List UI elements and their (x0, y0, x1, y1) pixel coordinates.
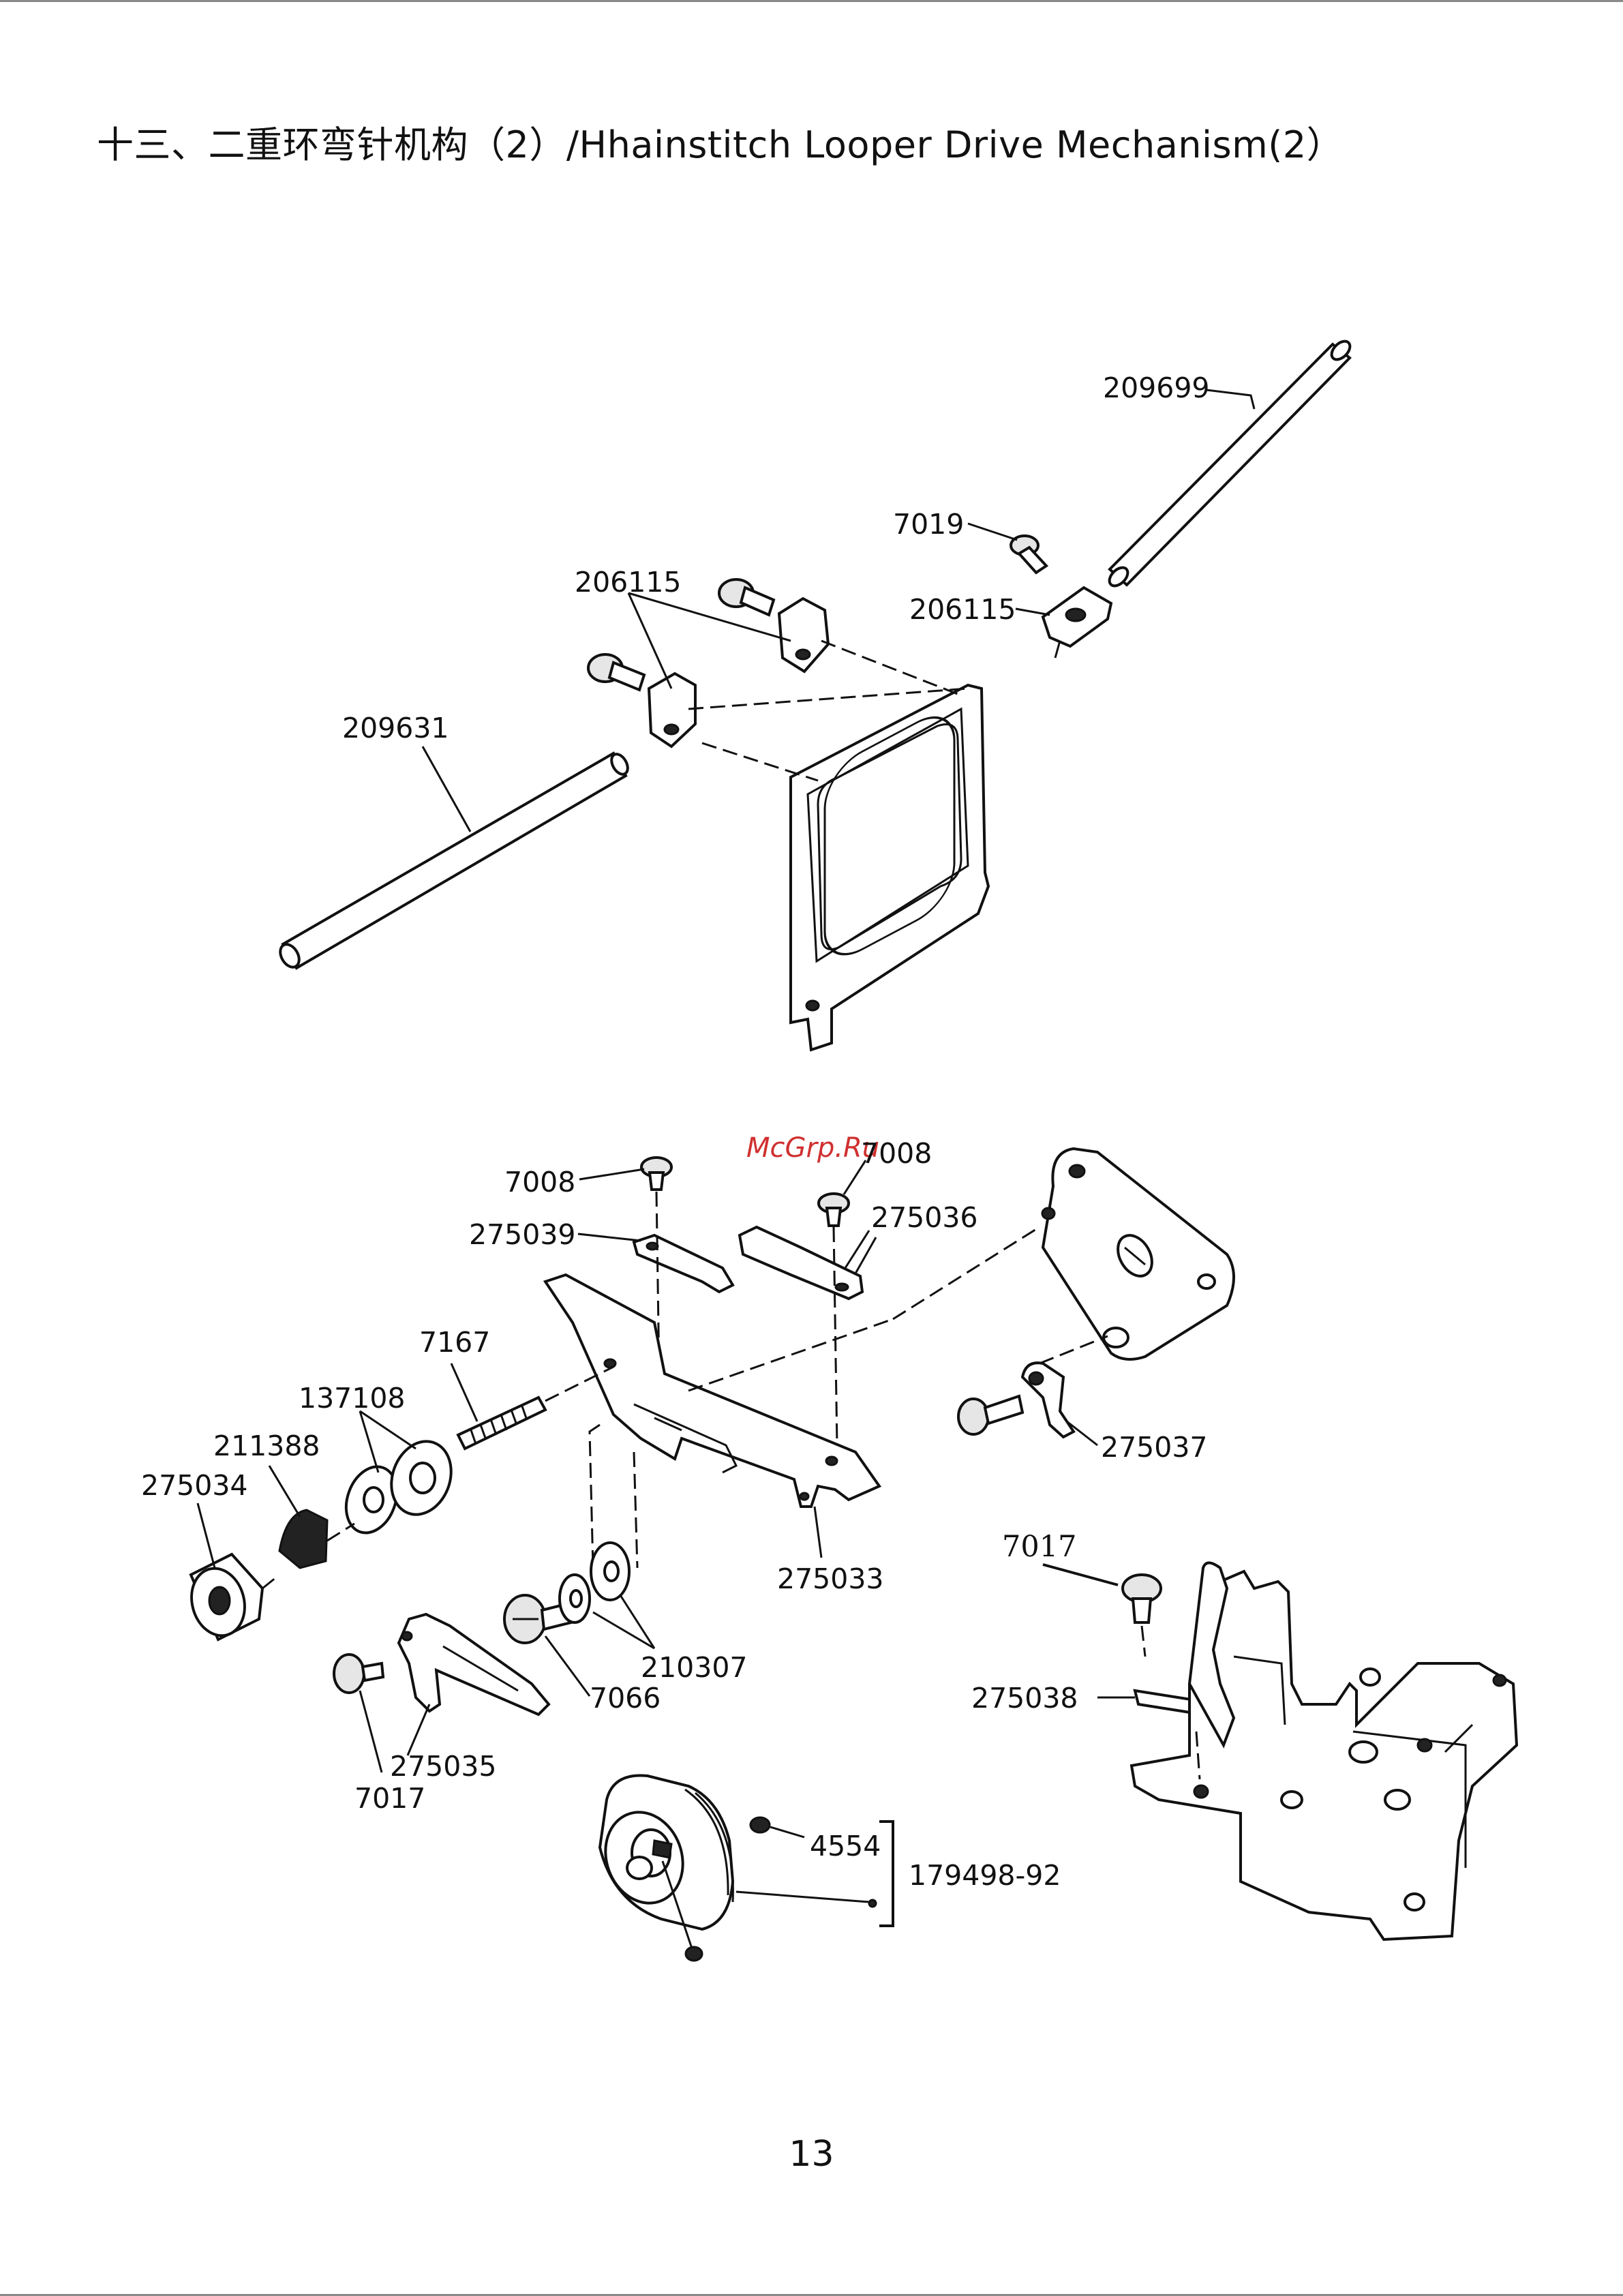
label-211388: 211388 (213, 1430, 320, 1462)
clamp-206115-left-a (779, 599, 828, 671)
label-7017-right: 7017 (1002, 1530, 1076, 1564)
label-7167: 7167 (419, 1326, 490, 1359)
watermark: McGrp.Ru (746, 1132, 879, 1164)
label-7017-left: 7017 (354, 1782, 425, 1815)
washer-210307-a (560, 1575, 590, 1622)
page-number: 13 (0, 2134, 1623, 2175)
label-275033: 275033 (777, 1562, 884, 1595)
label-206115-left: 206115 (575, 566, 682, 599)
clamp-206115-left-b (649, 674, 695, 746)
label-210307: 210307 (641, 1651, 748, 1684)
gear-housing (1132, 1563, 1517, 1940)
knob-275034 (184, 1554, 262, 1642)
lever-275036 (740, 1227, 862, 1299)
label-179498-92: 179498-92 (909, 1859, 1061, 1892)
shaft-209631 (277, 751, 631, 970)
clamp-206115-right (1043, 588, 1111, 658)
label-209631: 209631 (342, 712, 449, 744)
label-275036: 275036 (871, 1201, 978, 1234)
label-275034: 275034 (141, 1469, 248, 1502)
setscrew-4554 (750, 1817, 804, 1837)
lever-275038 (1097, 1691, 1203, 1715)
screw-7019 (1011, 536, 1046, 573)
label-7008-left: 7008 (504, 1166, 575, 1198)
label-7008-right: 7008 (861, 1137, 932, 1170)
screw-7017-left (334, 1655, 383, 1693)
label-209699: 209699 (1103, 372, 1210, 404)
label-275035: 275035 (390, 1750, 497, 1783)
rocker-frame (791, 685, 988, 1050)
label-275039: 275039 (469, 1218, 576, 1251)
nut-211388 (279, 1510, 327, 1568)
screw-upper-a (719, 579, 774, 615)
label-275038: 275038 (971, 1682, 1078, 1715)
label-206115-right: 206115 (909, 593, 1016, 626)
screw-7008-right (819, 1194, 849, 1226)
screw-275037 (958, 1396, 1022, 1434)
label-7066: 7066 (590, 1682, 661, 1715)
lever-275037 (1022, 1363, 1074, 1437)
label-275037: 275037 (1101, 1431, 1208, 1464)
label-137108: 137108 (299, 1382, 406, 1415)
spring-7167 (458, 1367, 613, 1449)
washer-210307-b (591, 1543, 629, 1600)
screw-upper-b (588, 654, 644, 690)
label-4554: 4554 (810, 1830, 881, 1862)
screw-7017-right (1043, 1565, 1161, 1622)
lever-275039 (634, 1235, 733, 1292)
bracket-275033 (545, 1275, 879, 1507)
cover-plate (1042, 1149, 1234, 1359)
label-7019: 7019 (893, 508, 964, 541)
pulley-179498-92 (593, 1775, 733, 1961)
screw-7008-left (641, 1158, 671, 1190)
